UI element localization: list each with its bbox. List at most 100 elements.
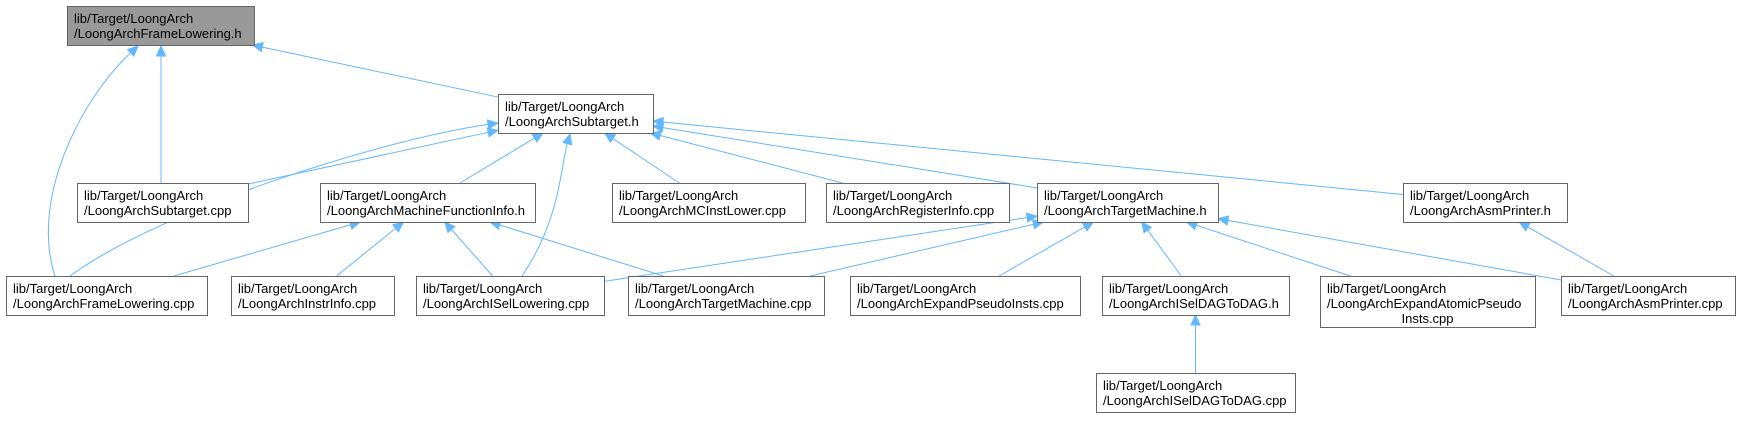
edge-n6-to-n1 [662, 127, 1038, 189]
graph-node-n13[interactable]: lib/Target/LoongArch/LoongArchISelDAGToD… [1102, 276, 1290, 316]
node-label-line: Insts.cpp [1401, 311, 1453, 326]
arrowhead-n4-to-n1 [603, 132, 617, 144]
edge-n13-to-n6 [1147, 229, 1182, 277]
edge-n10-to-n3 [451, 229, 494, 277]
edge-n8-to-n1 [69, 123, 489, 277]
graph-node-n1[interactable]: lib/Target/LoongArch/LoongArchSubtarget.… [498, 94, 654, 134]
arrowhead-n10-to-n6 [1025, 212, 1039, 223]
node-label-line: /LoongArchISelLowering.cpp [423, 296, 589, 311]
graph-node-n15[interactable]: lib/Target/LoongArch/LoongArchAsmPrinter… [1561, 276, 1736, 316]
node-label-line: /LoongArchFrameLowering.h [74, 26, 242, 41]
node-box [1561, 276, 1736, 316]
node-box [612, 183, 806, 223]
graph-node-n2[interactable]: lib/Target/LoongArch/LoongArchSubtarget.… [77, 183, 249, 223]
node-box [231, 276, 395, 316]
node-label-line: lib/Target/LoongArch [857, 281, 976, 296]
node-label-line: /LoongArchExpandPseudoInsts.cpp [857, 296, 1064, 311]
arrowhead-n10-to-n3 [443, 221, 456, 234]
edge-n14-to-n6 [1195, 224, 1351, 277]
node-label-line: lib/Target/LoongArch [833, 188, 952, 203]
node-label-line: /LoongArchInstrInfo.cpp [238, 296, 376, 311]
edge-n10-to-n6 [603, 217, 1028, 282]
graph-node-n10[interactable]: lib/Target/LoongArch/LoongArchISelLoweri… [416, 276, 605, 316]
arrowhead-n16-to-n13 [1190, 313, 1201, 326]
edge-n15-to-n7 [1527, 226, 1615, 277]
graph-node-n4[interactable]: lib/Target/LoongArch/LoongArchMCInstLowe… [612, 183, 806, 223]
graph-node-n7[interactable]: lib/Target/LoongArch/LoongArchAsmPrinter… [1403, 183, 1568, 223]
node-box [1403, 183, 1568, 223]
node-box [77, 183, 249, 223]
node-box [1096, 373, 1296, 413]
node-label-line: /LoongArchMCInstLower.cpp [619, 203, 786, 218]
graph-node-n9[interactable]: lib/Target/LoongArch/LoongArchInstrInfo.… [231, 276, 395, 316]
node-label-line: /LoongArchSubtarget.cpp [84, 203, 231, 218]
arrowhead-n1-to-n0 [251, 42, 264, 53]
graph-node-n3[interactable]: lib/Target/LoongArch/LoongArchMachineFun… [320, 183, 536, 223]
node-label-line: /LoongArchRegisterInfo.cpp [833, 203, 994, 218]
edges-layer [47, 42, 1615, 373]
node-box [1102, 276, 1290, 316]
node-label-line: lib/Target/LoongArch [1103, 378, 1222, 393]
node-label-line: lib/Target/LoongArch [13, 281, 132, 296]
edge-n7-to-n1 [662, 121, 1404, 195]
node-label-line: /LoongArchTargetMachine.h [1044, 203, 1207, 218]
arrowhead-n15-to-n6 [1216, 215, 1230, 226]
graph-node-n14[interactable]: lib/Target/LoongArch/LoongArchExpandAtom… [1320, 276, 1536, 328]
edge-n3-to-n1 [459, 137, 535, 184]
node-label-line: lib/Target/LoongArch [1044, 188, 1163, 203]
node-label-line: lib/Target/LoongArch [74, 11, 193, 26]
arrowhead-n8-to-n1 [486, 119, 500, 130]
graph-node-n11[interactable]: lib/Target/LoongArch/LoongArchTargetMach… [628, 276, 825, 316]
node-label-line: lib/Target/LoongArch [84, 188, 203, 203]
node-label-line: /LoongArchSubtarget.h [505, 114, 639, 129]
node-label-line: /LoongArchISelDAGToDAG.h [1109, 296, 1279, 311]
node-label-line: /LoongArchISelDAGToDAG.cpp [1103, 393, 1287, 408]
edge-n4-to-n1 [612, 138, 680, 184]
arrowhead-n13-to-n6 [1141, 221, 1153, 234]
node-label-line: lib/Target/LoongArch [1109, 281, 1228, 296]
node-label-line: /LoongArchExpandAtomicPseudo [1327, 296, 1521, 311]
node-label-line: /LoongArchAsmPrinter.cpp [1568, 296, 1723, 311]
node-box [1320, 276, 1536, 328]
edge-n5-to-n1 [659, 135, 843, 184]
arrowhead-n12-to-n6 [1081, 221, 1095, 232]
node-label-line: /LoongArchAsmPrinter.h [1410, 203, 1551, 218]
graph-node-n0[interactable]: lib/Target/LoongArch/LoongArchFrameLower… [67, 6, 255, 46]
graph-node-n6[interactable]: lib/Target/LoongArch/LoongArchTargetMach… [1037, 183, 1219, 223]
node-label-line: lib/Target/LoongArch [238, 281, 357, 296]
node-label-line: /LoongArchFrameLowering.cpp [13, 296, 194, 311]
edge-n8-to-n0 [47, 52, 132, 277]
node-label-line: lib/Target/LoongArch [505, 99, 624, 114]
arrowhead-n3-to-n1 [531, 132, 545, 143]
arrowhead-n8-to-n0 [126, 45, 139, 58]
node-box [320, 183, 536, 223]
node-label-line: lib/Target/LoongArch [1327, 281, 1446, 296]
node-label-line: /LoongArchTargetMachine.cpp [635, 296, 811, 311]
node-label-line: lib/Target/LoongArch [423, 281, 542, 296]
edge-n8-to-n3 [173, 224, 351, 277]
edge-n11-to-n3 [499, 224, 664, 277]
node-box [416, 276, 605, 316]
graph-node-n5[interactable]: lib/Target/LoongArch/LoongArchRegisterIn… [826, 183, 1010, 223]
node-label-line: lib/Target/LoongArch [327, 188, 446, 203]
arrowhead-n7-to-n1 [651, 116, 664, 128]
graph-node-n12[interactable]: lib/Target/LoongArch/LoongArchExpandPseu… [850, 276, 1081, 316]
edge-n11-to-n6 [810, 223, 1034, 277]
node-box [6, 276, 208, 316]
graph-node-n16[interactable]: lib/Target/LoongArch/LoongArchISelDAGToD… [1096, 373, 1296, 413]
arrowhead-n2-to-n1 [486, 127, 500, 138]
arrowhead-n10-to-n1 [562, 132, 573, 146]
graph-node-n8[interactable]: lib/Target/LoongArch/LoongArchFrameLower… [6, 276, 208, 316]
node-label-line: lib/Target/LoongArch [1410, 188, 1529, 203]
node-label-line: /LoongArchMachineFunctionInfo.h [327, 203, 525, 218]
edge-n2-to-n1 [247, 131, 489, 185]
edge-n1-to-n0 [262, 46, 499, 98]
node-box [628, 276, 825, 316]
node-box [826, 183, 1010, 223]
node-label-line: lib/Target/LoongArch [635, 281, 754, 296]
edge-n10-to-n1 [521, 143, 568, 277]
edge-n12-to-n6 [998, 226, 1085, 277]
edge-n9-to-n3 [336, 227, 396, 277]
node-label-line: lib/Target/LoongArch [619, 188, 738, 203]
